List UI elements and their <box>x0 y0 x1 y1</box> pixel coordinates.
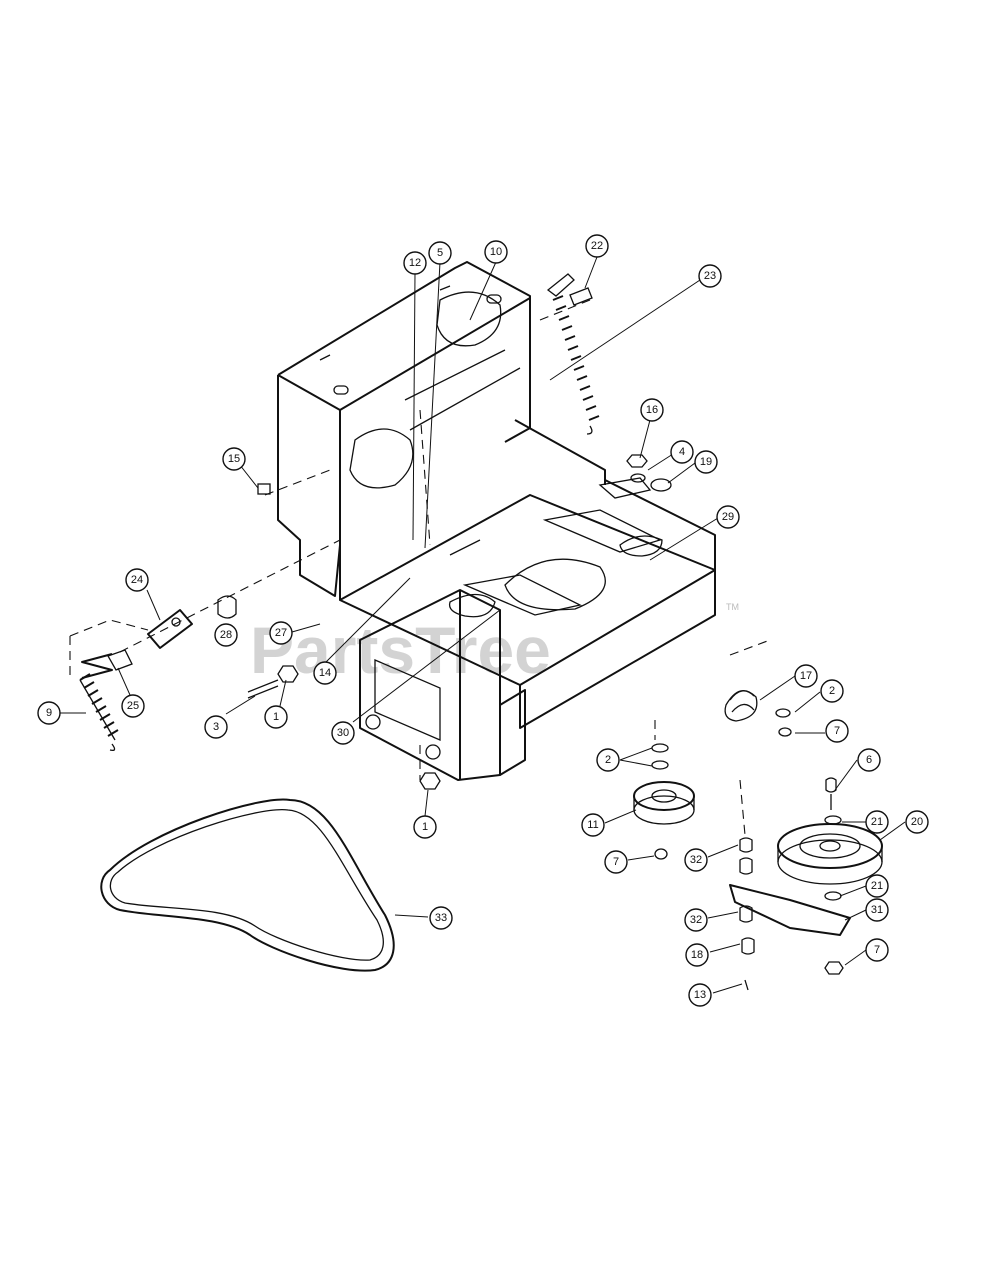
svg-text:16: 16 <box>646 404 658 416</box>
callout-29: 29 <box>716 505 740 529</box>
callout-21-upper: 21 <box>865 810 889 834</box>
svg-text:7: 7 <box>834 725 840 737</box>
svg-text:1: 1 <box>422 821 428 833</box>
callout-11: 11 <box>581 813 605 837</box>
callout-24: 24 <box>125 568 149 592</box>
svg-text:19: 19 <box>700 456 712 468</box>
svg-text:21: 21 <box>871 880 883 892</box>
callout-7-middle: 7 <box>604 850 628 874</box>
svg-text:28: 28 <box>220 629 232 641</box>
svg-text:30: 30 <box>337 727 349 739</box>
callout-27: 27 <box>269 621 293 645</box>
callout-14: 14 <box>313 661 337 685</box>
callout-12: 12 <box>403 251 427 275</box>
callout-16: 16 <box>640 398 664 422</box>
callout-32-lower: 32 <box>684 908 708 932</box>
svg-text:1: 1 <box>273 711 279 723</box>
svg-text:21: 21 <box>871 816 883 828</box>
callout-13: 13 <box>688 983 712 1007</box>
svg-text:6: 6 <box>866 754 872 766</box>
svg-text:10: 10 <box>490 246 502 258</box>
part-drawings <box>79 273 883 991</box>
callout-15: 15 <box>222 447 246 471</box>
callout-1: 1 <box>264 705 288 729</box>
watermark-trademark: TM <box>726 602 739 612</box>
svg-text:22: 22 <box>591 240 603 252</box>
callout-20: 20 <box>905 810 929 834</box>
callout-30: 30 <box>331 721 355 745</box>
svg-text:14: 14 <box>319 667 331 679</box>
spring-23 <box>546 273 600 435</box>
svg-text:27: 27 <box>275 627 287 639</box>
callout-6: 6 <box>857 748 881 772</box>
svg-text:2: 2 <box>829 685 835 697</box>
callout-3: 3 <box>204 715 228 739</box>
callout-7-upper: 7 <box>825 719 849 743</box>
assembly-lines <box>69 299 771 836</box>
svg-text:20: 20 <box>911 816 923 828</box>
svg-text:15: 15 <box>228 453 240 465</box>
svg-text:18: 18 <box>691 949 703 961</box>
svg-text:9: 9 <box>46 707 52 719</box>
svg-text:2: 2 <box>605 754 611 766</box>
callout-2-left: 2 <box>596 748 620 772</box>
spring-9 <box>79 673 119 752</box>
callout-22: 22 <box>585 234 609 258</box>
callout-25: 25 <box>121 694 145 718</box>
mower-frame <box>277 261 716 781</box>
callout-5: 5 <box>428 241 452 265</box>
callout-23: 23 <box>698 264 722 288</box>
svg-text:33: 33 <box>435 912 447 924</box>
callout-32-upper: 32 <box>684 848 708 872</box>
callout-21-lower: 21 <box>865 874 889 898</box>
callout-33: 33 <box>429 906 453 930</box>
callout-18: 18 <box>685 943 709 967</box>
svg-text:7: 7 <box>613 856 619 868</box>
watermark-text: PartsTree <box>250 613 551 687</box>
svg-text:24: 24 <box>131 574 143 586</box>
svg-text:31: 31 <box>871 904 883 916</box>
svg-text:23: 23 <box>704 270 716 282</box>
svg-text:13: 13 <box>694 989 706 1001</box>
callout-28: 28 <box>214 623 238 647</box>
svg-text:4: 4 <box>679 446 685 458</box>
callout-4: 4 <box>670 440 694 464</box>
svg-text:32: 32 <box>690 854 702 866</box>
callout-bubbles: 12 5 10 22 23 16 4 19 29 15 24 28 27 14 … <box>37 234 929 1007</box>
svg-text:7: 7 <box>874 944 880 956</box>
svg-text:12: 12 <box>409 257 421 269</box>
callout-31: 31 <box>865 898 889 922</box>
svg-text:29: 29 <box>722 511 734 523</box>
callout-17: 17 <box>794 664 818 688</box>
callout-7-lower: 7 <box>865 938 889 962</box>
svg-text:17: 17 <box>800 670 812 682</box>
svg-text:11: 11 <box>587 819 598 831</box>
callout-1-lower: 1 <box>413 815 437 839</box>
callout-10: 10 <box>484 240 508 264</box>
svg-text:25: 25 <box>127 700 139 712</box>
svg-text:3: 3 <box>213 721 219 733</box>
callout-9: 9 <box>37 701 61 725</box>
svg-text:32: 32 <box>690 914 702 926</box>
callout-2-right: 2 <box>820 679 844 703</box>
callout-19: 19 <box>694 450 718 474</box>
svg-text:5: 5 <box>437 247 443 259</box>
leader-lines <box>60 256 906 994</box>
idler-pulley-11 <box>633 781 695 825</box>
pulley-20 <box>777 823 883 885</box>
